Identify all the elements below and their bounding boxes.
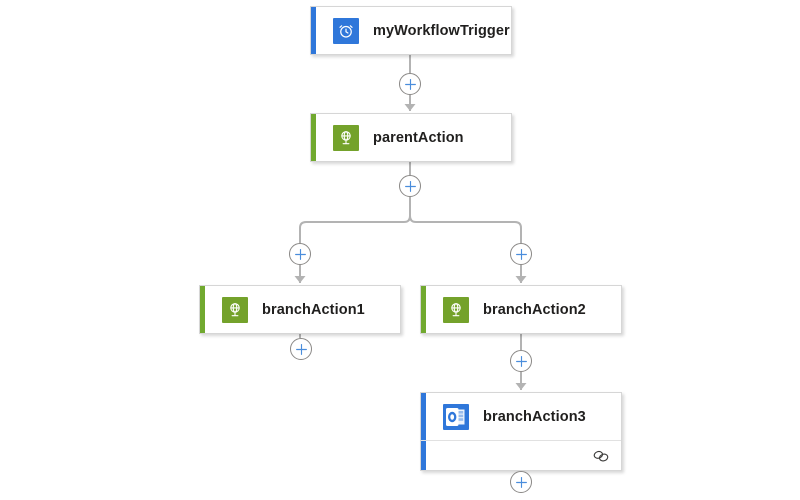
add-step-button-insert-after-branch-action-1[interactable] — [290, 338, 312, 360]
office-outlook-icon — [443, 403, 469, 430]
add-step-button-insert-after-trigger[interactable] — [399, 73, 421, 95]
http-globe-icon — [333, 124, 359, 151]
http-globe-icon — [222, 296, 248, 323]
node-header[interactable]: branchAction2 — [421, 286, 621, 333]
arrow-into-branch-action-1 — [294, 276, 306, 283]
add-step-button-insert-after-branch-action-2[interactable] — [510, 350, 532, 372]
add-step-button-insert-branch-right[interactable] — [510, 243, 532, 265]
node-title: parentAction — [373, 129, 464, 146]
arrow-into-branch-action-2 — [515, 276, 527, 283]
node-header[interactable]: branchAction1 — [200, 286, 400, 333]
node-accent-bar — [311, 7, 316, 54]
node-accent-bar — [421, 286, 426, 333]
workflow-node-branch-action-2[interactable]: branchAction2 — [420, 285, 622, 334]
http-globe-icon — [443, 296, 469, 323]
node-title: branchAction2 — [483, 301, 586, 318]
alarm-clock-icon — [333, 17, 359, 44]
workflow-node-branch-action-1[interactable]: branchAction1 — [199, 285, 401, 334]
arrow-into-parent-action — [404, 104, 416, 111]
node-title: branchAction1 — [262, 301, 365, 318]
node-title: branchAction3 — [483, 408, 586, 425]
node-header[interactable]: myWorkflowTrigger — [311, 7, 511, 54]
node-accent-bar — [200, 286, 205, 333]
node-footer — [421, 440, 621, 470]
node-accent-bar — [421, 393, 426, 440]
link-chain-icon[interactable] — [592, 449, 610, 463]
workflow-node-branch-action-3[interactable]: branchAction3 — [420, 392, 622, 471]
add-step-button-insert-branch-left[interactable] — [289, 243, 311, 265]
node-accent-bar-footer — [421, 441, 426, 470]
arrow-into-branch-action-3 — [515, 383, 527, 390]
add-step-button-insert-after-parent-action[interactable] — [399, 175, 421, 197]
node-header[interactable]: parentAction — [311, 114, 511, 161]
workflow-node-trigger[interactable]: myWorkflowTrigger — [310, 6, 512, 55]
node-title: myWorkflowTrigger — [373, 22, 510, 39]
connector-fork-left — [299, 214, 411, 243]
workflow-node-parent-action[interactable]: parentAction — [310, 113, 512, 162]
node-accent-bar — [311, 114, 316, 161]
add-step-button-insert-after-branch-action-3[interactable] — [510, 471, 532, 493]
node-header[interactable]: branchAction3 — [421, 393, 621, 440]
connector-fork-right — [409, 214, 522, 243]
